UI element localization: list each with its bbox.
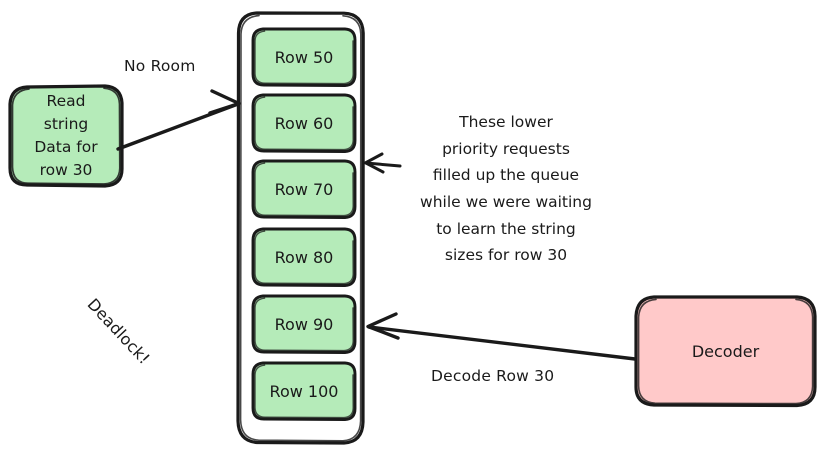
request-line-0: Read	[46, 92, 86, 111]
decode-row-edge-label: Decode Row 30	[431, 367, 555, 385]
queue-note-line-3: while we were waiting	[420, 192, 592, 211]
decoder-node-label: Decoder	[691, 341, 760, 361]
no-room-edge-label: No Room	[124, 57, 196, 75]
queue-item-shapes	[251, 27, 357, 421]
decoder-shape[interactable]	[634, 295, 817, 408]
queue-item-shape-5[interactable]	[251, 361, 357, 421]
read-string-data-shape[interactable]	[8, 84, 124, 188]
queue-item-shape-0[interactable]	[251, 27, 357, 87]
queue-item-shape-2[interactable]	[251, 159, 357, 219]
queue-item-label-row-90: Row 90	[274, 314, 334, 334]
read-string-data-node-label: Read string Data for row 30	[10, 86, 122, 186]
queue-item-shape-3[interactable]	[251, 227, 357, 287]
queue-item-label-row-60: Row 60	[274, 113, 334, 133]
queue-item-label-row-80: Row 80	[274, 247, 334, 267]
decode-row-arrow	[366, 312, 637, 361]
queue-note-line-1: priority requests	[442, 139, 570, 158]
request-line-2: Data for	[34, 138, 98, 156]
no-room-arrow	[116, 89, 241, 151]
queue-note-line-0: These lower	[459, 113, 553, 131]
queue-note-line-2: filled up the queue	[432, 166, 580, 185]
request-line-3: row 30	[39, 160, 93, 179]
queue-item-shape-1[interactable]	[251, 93, 357, 153]
queue-item-label-row-70: Row 70	[274, 179, 334, 199]
request-line-1: string	[43, 115, 89, 134]
queue-item-shape-4[interactable]	[251, 294, 357, 354]
queue-item-label-row-100: Row 100	[269, 381, 339, 401]
queue-note-line-5: sizes for row 30	[444, 246, 568, 265]
queue-note-arrow	[364, 152, 402, 174]
queue-note-annotation: These lower priority requests filled up …	[396, 109, 616, 269]
queue-item-label-row-50: Row 50	[274, 47, 334, 67]
queue-note-line-4: to learn the string	[436, 219, 576, 238]
